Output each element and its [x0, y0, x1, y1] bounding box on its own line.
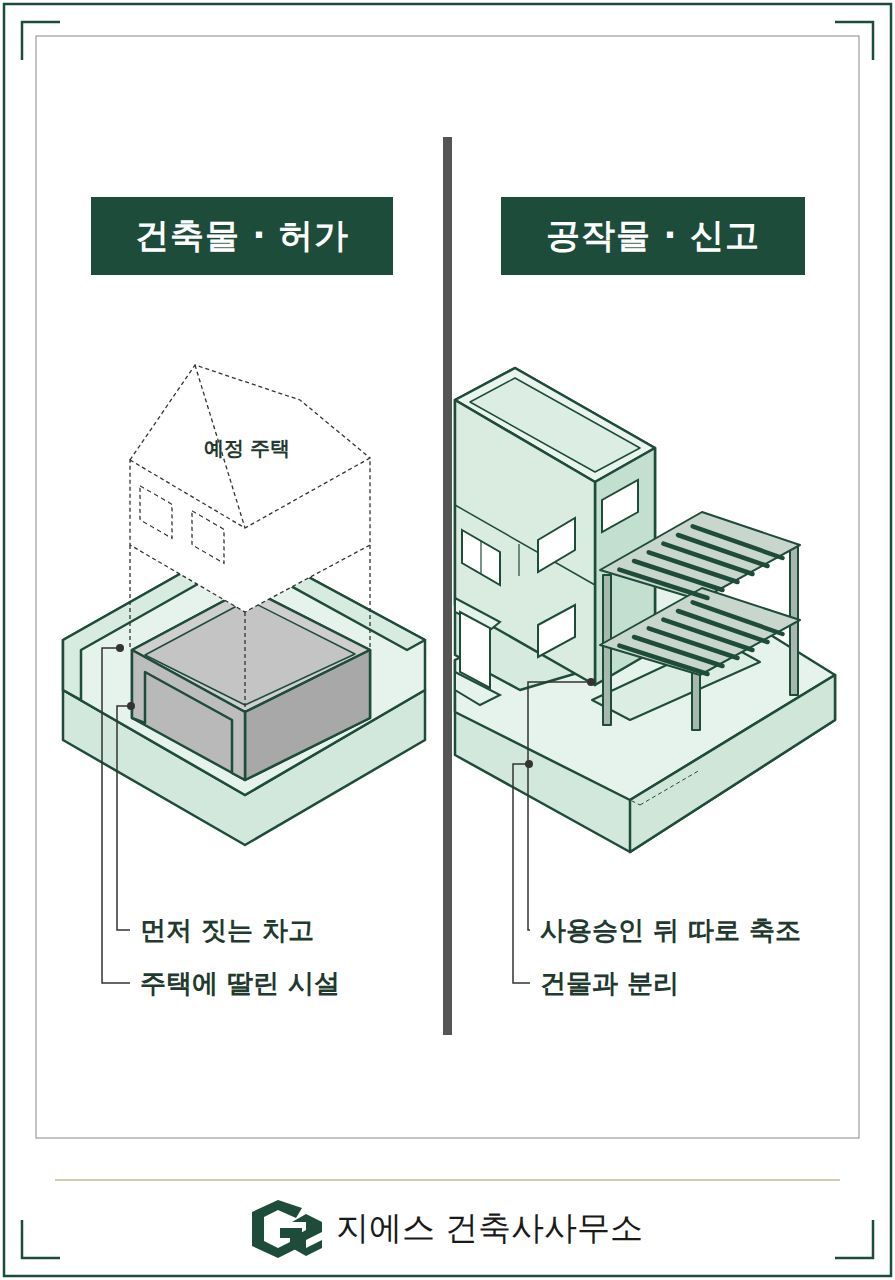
pergola-slat: [663, 620, 752, 650]
house-label: 예정 주택: [204, 435, 291, 462]
pergola-slat: [693, 602, 783, 634]
callout-label: 건물과 분리: [540, 966, 679, 1001]
pergola-slat: [619, 570, 707, 598]
pergola-slat: [634, 561, 723, 590]
pergola-slat: [649, 628, 738, 658]
header-text: 건축물 · 허가: [135, 213, 350, 259]
pergola-slat: [649, 552, 738, 582]
callout-label: 주택에 딸린 시설: [140, 966, 340, 1001]
pergola-slat: [619, 646, 707, 674]
pergola-slat: [693, 526, 783, 558]
callout-label: 사용승인 뒤 따로 축조: [540, 913, 801, 948]
header-text: 공작물 · 신고: [546, 213, 761, 259]
callout-label: 먼저 짓는 차고: [140, 913, 314, 948]
pergola-slat: [663, 544, 752, 574]
header-band: 건축물 · 허가: [91, 197, 393, 275]
header-band: 공작물 · 신고: [501, 197, 805, 275]
pergola-slat: [634, 637, 723, 666]
pergola-slat: [678, 611, 768, 642]
brand-name: 지에스 건축사사무소: [336, 1206, 644, 1251]
pergola-slat: [678, 535, 768, 566]
